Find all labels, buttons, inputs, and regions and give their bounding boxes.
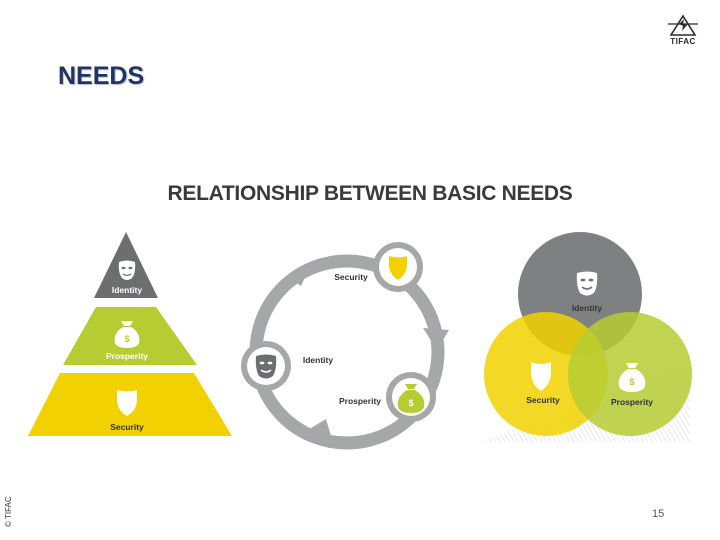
shield-icon: [389, 256, 407, 280]
page-number: 15: [652, 508, 665, 520]
needs-cycle: Security Identity $ Prosperity: [241, 242, 449, 450]
svg-text:$: $: [629, 377, 634, 387]
shield-icon: [117, 390, 137, 416]
tifac-logo: TIFAC: [662, 14, 704, 48]
needs-venn: Identity Security $ Prosperity: [480, 232, 692, 442]
shield-icon: [531, 362, 551, 391]
theater-mask-icon: [118, 260, 136, 280]
cycle-prosperity-label: Prosperity: [339, 396, 381, 406]
pyramid-identity-label: Identity: [112, 285, 142, 295]
money-bag-icon: $: [397, 384, 425, 413]
cycle-arrow-bottom: [306, 419, 333, 443]
cycle-arrow-top: [286, 262, 312, 286]
copyright-notice: © TIFAC: [4, 496, 13, 527]
logo-text: TIFAC: [670, 37, 696, 46]
needs-pyramid: Identity $ Prosperity Security: [28, 232, 232, 436]
svg-text:$: $: [124, 334, 129, 344]
pyramid-prosperity-label: Prosperity: [106, 351, 148, 361]
venn-prosperity-label: Prosperity: [611, 397, 653, 407]
cycle-security-node: [373, 242, 423, 292]
slide-title: NEEDS: [58, 62, 145, 90]
venn-identity-label: Identity: [572, 303, 602, 313]
venn-security-label: Security: [526, 395, 560, 405]
cycle-prosperity-node: $: [386, 372, 436, 422]
theater-mask-icon: [255, 354, 277, 379]
svg-text:$: $: [408, 398, 413, 408]
theater-mask-icon: [576, 271, 598, 296]
money-bag-icon: $: [114, 321, 140, 348]
cycle-identity-node: [241, 341, 291, 391]
diagram-heading: RELATIONSHIP BETWEEN BASIC NEEDS: [167, 182, 573, 205]
tifac-logo-mark: [668, 14, 698, 36]
pyramid-security-label: Security: [110, 422, 144, 432]
cycle-security-label: Security: [334, 272, 368, 282]
money-bag-icon: $: [618, 363, 646, 392]
cycle-identity-label: Identity: [303, 355, 333, 365]
cycle-arrow-right: [423, 328, 449, 350]
